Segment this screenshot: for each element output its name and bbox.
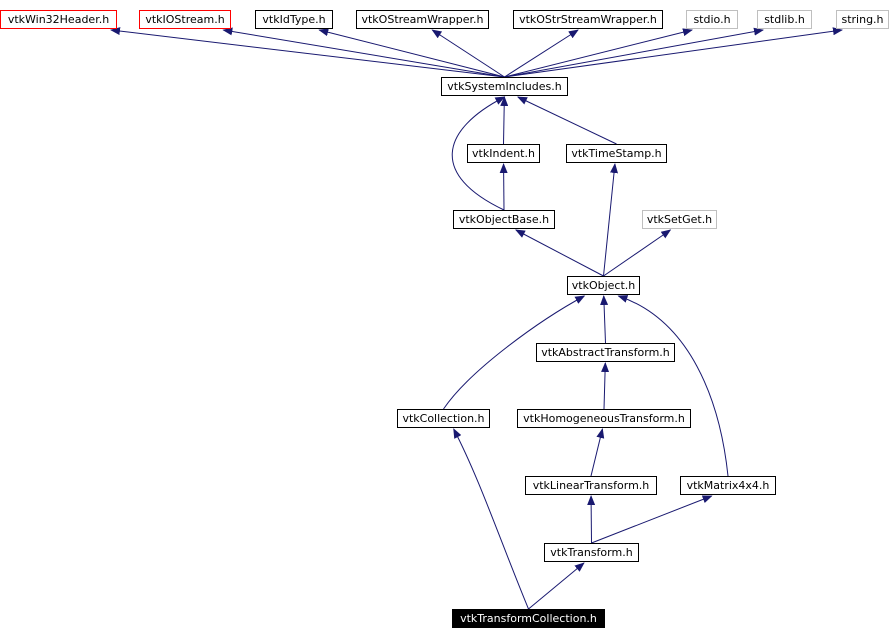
node-vtksetget: vtkSetGet.h bbox=[642, 210, 717, 229]
edge-vtkabstracttransform-to-vtkobject bbox=[600, 295, 609, 344]
edge-vtktransform-to-vtkmatrix4x4 bbox=[591, 495, 713, 544]
node-stdio: stdio.h bbox=[686, 10, 738, 29]
edge-vtktimestamp-to-vtksystemincludes bbox=[517, 96, 617, 145]
node-vtkabstracttransform[interactable]: vtkAbstractTransform.h bbox=[536, 343, 675, 362]
node-vtksystemincludes[interactable]: vtkSystemIncludes.h bbox=[441, 77, 568, 96]
edge-vtktransformcollection-to-vtkcollection bbox=[453, 428, 529, 610]
edge-vtksystemincludes-to-stdlib bbox=[504, 27, 764, 78]
node-vtkmatrix4x4[interactable]: vtkMatrix4x4.h bbox=[680, 476, 776, 495]
edge-vtkobject-to-vtktimestamp bbox=[603, 163, 619, 277]
node-vtkwin32header[interactable]: vtkWin32Header.h bbox=[0, 10, 117, 29]
node-vtkostreamwrapper[interactable]: vtkOStreamWrapper.h bbox=[356, 10, 489, 29]
edge-layer bbox=[110, 27, 843, 610]
node-vtktransformcollection: vtkTransformCollection.h bbox=[452, 609, 605, 628]
edge-vtksystemincludes-to-stdio bbox=[504, 28, 693, 78]
node-vtkidtype[interactable]: vtkIdType.h bbox=[255, 10, 333, 29]
edge-vtksystemincludes-to-vtkidtype bbox=[318, 28, 505, 78]
node-string: string.h bbox=[836, 10, 889, 29]
node-vtktransform[interactable]: vtkTransform.h bbox=[544, 543, 639, 562]
node-vtktimestamp[interactable]: vtkTimeStamp.h bbox=[566, 144, 667, 163]
edge-vtksystemincludes-to-vtkwin32header bbox=[110, 27, 505, 78]
node-vtklineartransform[interactable]: vtkLinearTransform.h bbox=[525, 476, 657, 495]
node-vtkiostream[interactable]: vtkIOStream.h bbox=[139, 10, 231, 29]
edge-vtkobjectbase-to-vtksystemincludes bbox=[451, 96, 506, 211]
edge-vtkcollection-to-vtkobject bbox=[443, 295, 586, 410]
edge-vtkobject-to-vtksetget bbox=[603, 229, 672, 277]
edge-vtksystemincludes-to-vtkiostream bbox=[222, 27, 505, 78]
edge-vtkmatrix4x4-to-vtkobject bbox=[617, 295, 729, 477]
edge-vtktransformcollection-to-vtktransform bbox=[528, 562, 585, 610]
edge-vtksystemincludes-to-string bbox=[504, 27, 843, 78]
edge-vtksystemincludes-to-vtkostrstreamwrapper bbox=[504, 29, 579, 78]
edge-vtklineartransform-to-vtkhomogeneoustransform bbox=[590, 428, 605, 477]
edge-vtkobject-to-vtkobjectbase bbox=[515, 229, 604, 277]
node-vtkhomogeneoustransform[interactable]: vtkHomogeneousTransform.h bbox=[517, 409, 691, 428]
node-stdlib: stdlib.h bbox=[757, 10, 812, 29]
node-vtkindent[interactable]: vtkIndent.h bbox=[467, 144, 540, 163]
node-vtkostrstreamwrapper[interactable]: vtkOStrStreamWrapper.h bbox=[513, 10, 663, 29]
node-vtkobject[interactable]: vtkObject.h bbox=[567, 276, 640, 295]
node-vtkcollection[interactable]: vtkCollection.h bbox=[397, 409, 490, 428]
node-vtkobjectbase[interactable]: vtkObjectBase.h bbox=[453, 210, 555, 229]
edge-vtkindent-to-vtksystemincludes bbox=[500, 96, 509, 145]
edge-vtksystemincludes-to-vtkostreamwrapper bbox=[431, 29, 505, 78]
edge-vtkhomogeneoustransform-to-vtkabstracttransform bbox=[601, 362, 610, 410]
